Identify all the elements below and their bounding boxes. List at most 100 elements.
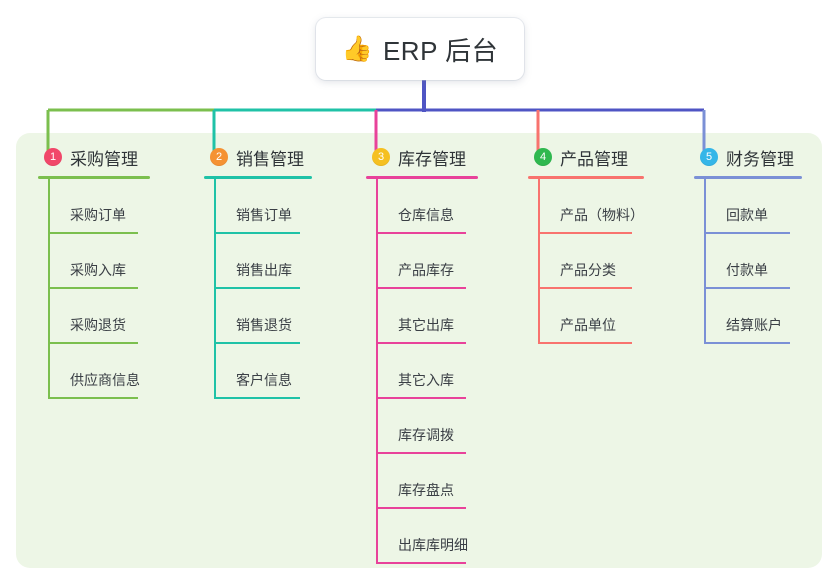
- branch-item-rule: [538, 232, 632, 234]
- branch-title: 财务管理: [726, 149, 794, 169]
- branch-item-rule: [376, 287, 466, 289]
- branch-item-rule: [48, 342, 138, 344]
- branch-item-label: 结算账户: [726, 317, 782, 333]
- branch-number-badge: 3: [372, 148, 390, 166]
- branch-item-list: 回款单付款单结算账户: [704, 179, 832, 344]
- branch-item-list: 销售订单销售出库销售退货客户信息: [214, 179, 342, 399]
- branch-item-spine: [538, 234, 540, 289]
- branch-item-label: 产品（物料）: [560, 207, 644, 223]
- branch-item[interactable]: 产品库存: [376, 234, 508, 289]
- branch-item-label: 产品库存: [398, 262, 454, 278]
- branch-item[interactable]: 产品单位: [538, 289, 674, 344]
- branch-item-spine: [376, 399, 378, 454]
- branch-item-label: 产品分类: [560, 262, 616, 278]
- branch-item-label: 采购退货: [70, 317, 126, 333]
- branch-item-label: 回款单: [726, 207, 768, 223]
- branch-item-label: 出库库明细: [398, 537, 468, 553]
- branch-item-rule: [376, 562, 466, 564]
- branch-header-1[interactable]: 1 采购管理: [38, 143, 180, 171]
- branch-item[interactable]: 库存盘点: [376, 454, 508, 509]
- branch-item-label: 其它入库: [398, 372, 454, 388]
- branch-item-spine: [376, 454, 378, 509]
- branch-item-spine: [376, 234, 378, 289]
- branch-number-badge: 1: [44, 148, 62, 166]
- branch-item-rule: [704, 342, 790, 344]
- branch-item[interactable]: 仓库信息: [376, 179, 508, 234]
- branch-item-rule: [376, 507, 466, 509]
- branch-item-spine: [48, 344, 50, 399]
- branch-item-label: 采购订单: [70, 207, 126, 223]
- branch-number-badge: 4: [534, 148, 552, 166]
- branch-item[interactable]: 回款单: [704, 179, 832, 234]
- branch-item-rule: [538, 342, 632, 344]
- branch-item[interactable]: 客户信息: [214, 344, 342, 399]
- branch-item-spine: [214, 234, 216, 289]
- branch-column-4: 4 产品管理产品（物料） 产品分类产品单位: [528, 143, 674, 344]
- branch-item-spine: [376, 289, 378, 344]
- branch-item-label: 销售退货: [236, 317, 292, 333]
- branch-item-rule: [376, 342, 466, 344]
- branch-item-rule: [376, 397, 466, 399]
- branch-item[interactable]: 结算账户: [704, 289, 832, 344]
- branch-title: 产品管理: [560, 149, 628, 169]
- branch-item-rule: [214, 342, 300, 344]
- branch-header-rule: [528, 176, 644, 179]
- branch-item-spine: [538, 179, 540, 234]
- branch-item[interactable]: 销售订单: [214, 179, 342, 234]
- branch-item[interactable]: 库存调拨: [376, 399, 508, 454]
- branch-title: 采购管理: [70, 149, 138, 169]
- branch-item[interactable]: 其它入库: [376, 344, 508, 399]
- branch-item-spine: [538, 289, 540, 344]
- branch-item-label: 销售订单: [236, 207, 292, 223]
- branch-item[interactable]: 付款单: [704, 234, 832, 289]
- branch-item[interactable]: 采购退货: [48, 289, 180, 344]
- branch-item-rule: [48, 232, 138, 234]
- branch-header-rule: [366, 176, 478, 179]
- branch-item-spine: [376, 344, 378, 399]
- branch-item-spine: [48, 179, 50, 234]
- branch-item[interactable]: 销售出库: [214, 234, 342, 289]
- branch-item-spine: [704, 234, 706, 289]
- branch-item-label: 仓库信息: [398, 207, 454, 223]
- branch-item[interactable]: 产品分类: [538, 234, 674, 289]
- branch-item-rule: [214, 397, 300, 399]
- branch-item[interactable]: 产品（物料）: [538, 179, 674, 234]
- branch-header-rule: [204, 176, 312, 179]
- root-title: ERP 后台: [382, 35, 499, 66]
- branch-item-rule: [704, 287, 790, 289]
- branch-item-label: 供应商信息: [70, 372, 140, 388]
- branch-header-rule: [694, 176, 802, 179]
- branch-item-label: 库存调拨: [398, 427, 454, 443]
- branch-item-list: 仓库信息产品库存其它出库其它入库库存调拨库存盘点出库库明细: [376, 179, 508, 564]
- branch-number-badge: 2: [210, 148, 228, 166]
- branch-item-spine: [376, 509, 378, 564]
- branch-item-label: 其它出库: [398, 317, 454, 333]
- branch-item[interactable]: 采购订单: [48, 179, 180, 234]
- branch-item-rule: [704, 232, 790, 234]
- branch-header-4[interactable]: 4 产品管理: [528, 143, 674, 171]
- diagram-panel: [16, 133, 822, 568]
- branch-item[interactable]: 出库库明细: [376, 509, 508, 564]
- branch-item-label: 销售出库: [236, 262, 292, 278]
- branch-item-label: 付款单: [726, 262, 768, 278]
- branch-item[interactable]: 供应商信息: [48, 344, 180, 399]
- branch-item-spine: [214, 289, 216, 344]
- branch-item-label: 客户信息: [236, 372, 292, 388]
- branch-item-rule: [214, 232, 300, 234]
- branch-item-rule: [214, 287, 300, 289]
- branch-header-rule: [38, 176, 150, 179]
- branch-item[interactable]: 采购入库: [48, 234, 180, 289]
- branch-item[interactable]: 销售退货: [214, 289, 342, 344]
- branch-item-rule: [48, 397, 138, 399]
- branch-item-spine: [704, 289, 706, 344]
- branch-item-label: 采购入库: [70, 262, 126, 278]
- branch-item-spine: [214, 344, 216, 399]
- root-node[interactable]: 👍 ERP 后台: [316, 18, 524, 80]
- branch-item[interactable]: 其它出库: [376, 289, 508, 344]
